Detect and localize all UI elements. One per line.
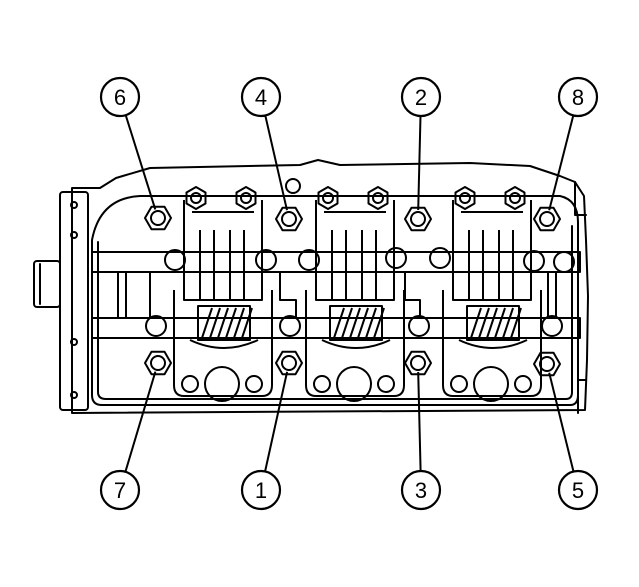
rocker-roller-3 (473, 366, 509, 402)
head-bolt-6 (144, 205, 172, 231)
callout-leader-2 (417, 115, 422, 211)
rocker-adjuster-3 (458, 339, 528, 349)
callout-label-4: 4 (255, 85, 267, 110)
spacer-lower-2 (279, 315, 301, 337)
callout-7: 7 (99, 469, 141, 511)
callout-leader-1 (264, 371, 289, 472)
left-shaft-plug (33, 260, 61, 308)
rocker-pivot-bolt-1-1 (185, 186, 207, 210)
spacer-upper-3 (298, 249, 320, 271)
callout-2: 2 (400, 76, 442, 118)
callout-leader-5 (548, 372, 575, 472)
spacer-upper-7 (553, 251, 575, 273)
rocker-frame-1 (173, 290, 273, 397)
rocker-roller-1 (204, 366, 240, 402)
callout-label-5: 5 (572, 478, 584, 503)
head-bolt-7 (144, 350, 172, 376)
valve-spring-3 (466, 305, 522, 341)
head-bolt-4 (275, 206, 303, 232)
callout-leader-4 (264, 115, 288, 211)
rocker-assemblies (173, 186, 542, 402)
rocker-pivot-bolt-core-3-1 (459, 192, 471, 204)
callout-label-8: 8 (572, 85, 584, 110)
rocker-pivot-bolt-core-3-2 (509, 192, 521, 204)
rocker-pivot-bolt-2-2 (367, 186, 389, 210)
rocker-roller-right-2 (377, 375, 395, 393)
callout-1: 1 (240, 469, 282, 511)
callout-leader-8 (548, 115, 575, 211)
rocker-roller-left-3 (450, 375, 468, 393)
callout-4: 4 (240, 76, 282, 118)
inner-outline (91, 195, 579, 406)
rocker-pivot-bolt-3-2 (504, 186, 526, 210)
rocker-pivot-bolt-2-1 (317, 186, 339, 210)
rocker-adjuster-2 (321, 339, 391, 349)
rocker-frame-2 (305, 290, 405, 397)
left-dot-lower (70, 338, 78, 346)
callout-label-2: 2 (415, 85, 427, 110)
head-outline (71, 159, 589, 414)
rocker-pivot-bolt-core-2-1 (322, 192, 334, 204)
rocker-roller-2 (336, 366, 372, 402)
rocker-pivot-bolt-core-1-1 (190, 192, 202, 204)
lower-rocker-shaft (91, 317, 581, 339)
rocker-adjuster-1 (189, 339, 259, 349)
left-dot-upper (70, 201, 78, 209)
head-bolt-3 (404, 350, 432, 376)
rocker-frame-3 (442, 290, 542, 397)
rocker-assembly-2 (305, 186, 405, 402)
callout-group: 6 4 2 8 7 1 3 5 (99, 76, 599, 511)
rocker-roller-left-2 (313, 375, 331, 393)
callout-8: 8 (557, 76, 599, 118)
callout-leader-3 (417, 371, 422, 472)
left-dot-mid (70, 231, 78, 239)
callout-leader-7 (124, 371, 157, 473)
spacer-upper-4 (385, 247, 407, 269)
rocker-pivot-bolt-core-2-2 (372, 192, 384, 204)
rocker-arm-2 (315, 200, 395, 301)
rocker-roller-right-3 (514, 375, 532, 393)
spacer-upper-6 (523, 250, 545, 272)
center-channel-left (279, 271, 297, 319)
callout-label-6: 6 (114, 85, 126, 110)
callout-label-1: 1 (255, 478, 267, 503)
callout-5: 5 (557, 469, 599, 511)
rocker-arm-1 (183, 200, 263, 301)
spacer-lower-1 (145, 315, 167, 337)
center-channel-right (404, 271, 421, 319)
head-hole (285, 178, 301, 194)
valve-spring-1 (197, 305, 253, 341)
spacer-upper-5 (429, 247, 451, 269)
head-bolt-8 (533, 206, 561, 232)
rocker-assembly-3 (442, 186, 542, 402)
callout-label-3: 3 (415, 478, 427, 503)
rocker-pivot-bolt-core-1-2 (240, 192, 252, 204)
callout-6: 6 (99, 76, 141, 118)
callout-label-7: 7 (114, 478, 126, 503)
left-end-plate (59, 191, 89, 411)
bolt-group (144, 205, 561, 377)
rocker-pivot-bolt-3-1 (454, 186, 476, 210)
rocker-arm-3 (452, 200, 532, 301)
rocker-pivot-bolt-1-2 (235, 186, 257, 210)
spacer-upper-2 (255, 249, 277, 271)
rocker-roller-right-1 (245, 375, 263, 393)
head-bolt-1 (275, 350, 303, 376)
rocker-assembly-1 (173, 186, 273, 402)
valve-spring-2 (329, 305, 385, 341)
head-bolt-5 (533, 351, 561, 377)
callout-3: 3 (400, 469, 442, 511)
callout-leader-6 (124, 114, 157, 210)
rocker-roller-left-1 (181, 375, 199, 393)
head-bolt-2 (404, 206, 432, 232)
left-dot-bottom (70, 391, 78, 399)
head-right-edge (574, 181, 587, 216)
inner-outline-2 (97, 225, 573, 400)
